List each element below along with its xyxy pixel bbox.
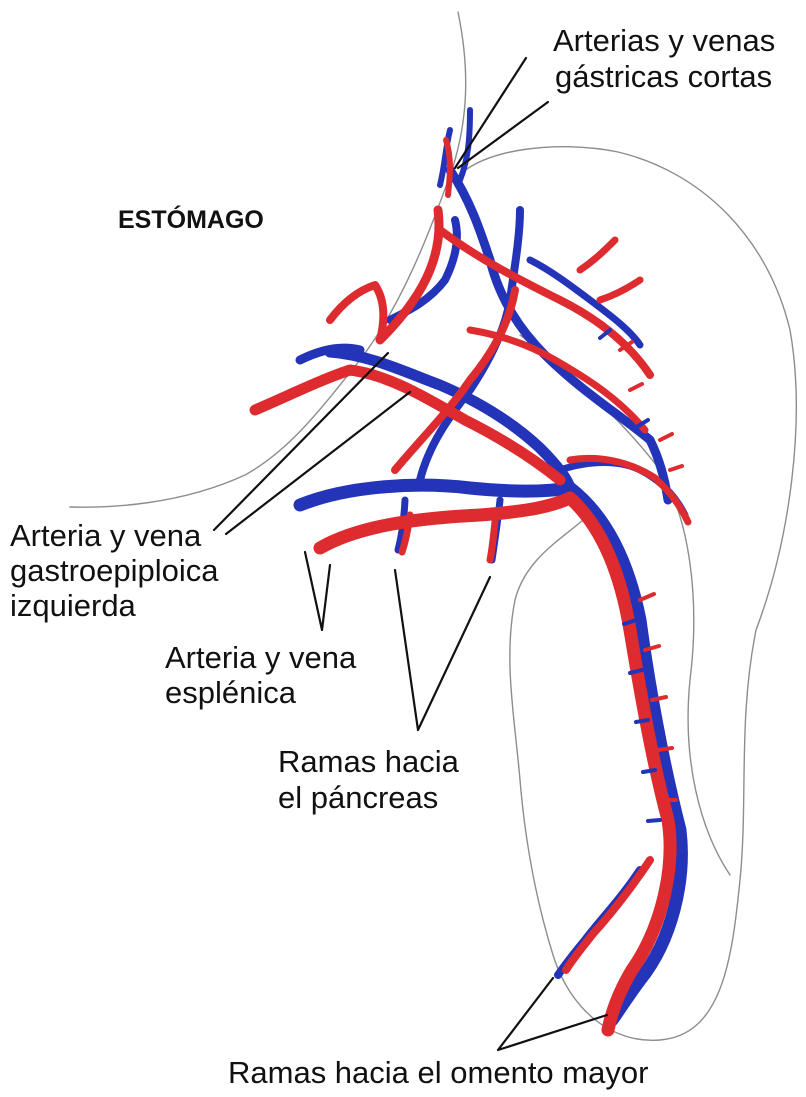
splenic-label-line-1: Arteria y vena <box>165 640 357 675</box>
veins <box>300 110 685 1020</box>
arteries <box>255 140 688 1030</box>
omentum-leader <box>498 978 607 1050</box>
gastroepiploic-label-line-2: gastroepiploica <box>10 553 219 588</box>
pancreas-label-line-1: Ramas hacia <box>278 744 460 779</box>
short-gastric-label-line-2: gástricas cortas <box>555 59 772 94</box>
stomach-outline <box>70 12 466 507</box>
stomach-label: ESTÓMAGO <box>118 204 264 234</box>
splenic-leader <box>305 552 330 630</box>
leader-lines <box>214 58 607 1050</box>
pancreas-label-line-2: el páncreas <box>278 780 438 815</box>
splenic-label-line-2: esplénica <box>165 675 297 710</box>
artery-branch-5 <box>580 240 640 300</box>
pancreas-leader <box>395 570 490 730</box>
gastroepiploic-label-line-1: Arteria y vena <box>10 518 202 553</box>
artery-upper-loop <box>330 285 383 340</box>
omentum-label: Ramas hacia el omento mayor <box>228 1055 648 1090</box>
gastroepiploic-label-line-3: izquierda <box>10 588 137 623</box>
short-gastric-label-line-1: Arterias y venas <box>553 23 775 58</box>
vein-branch-3 <box>530 260 640 345</box>
